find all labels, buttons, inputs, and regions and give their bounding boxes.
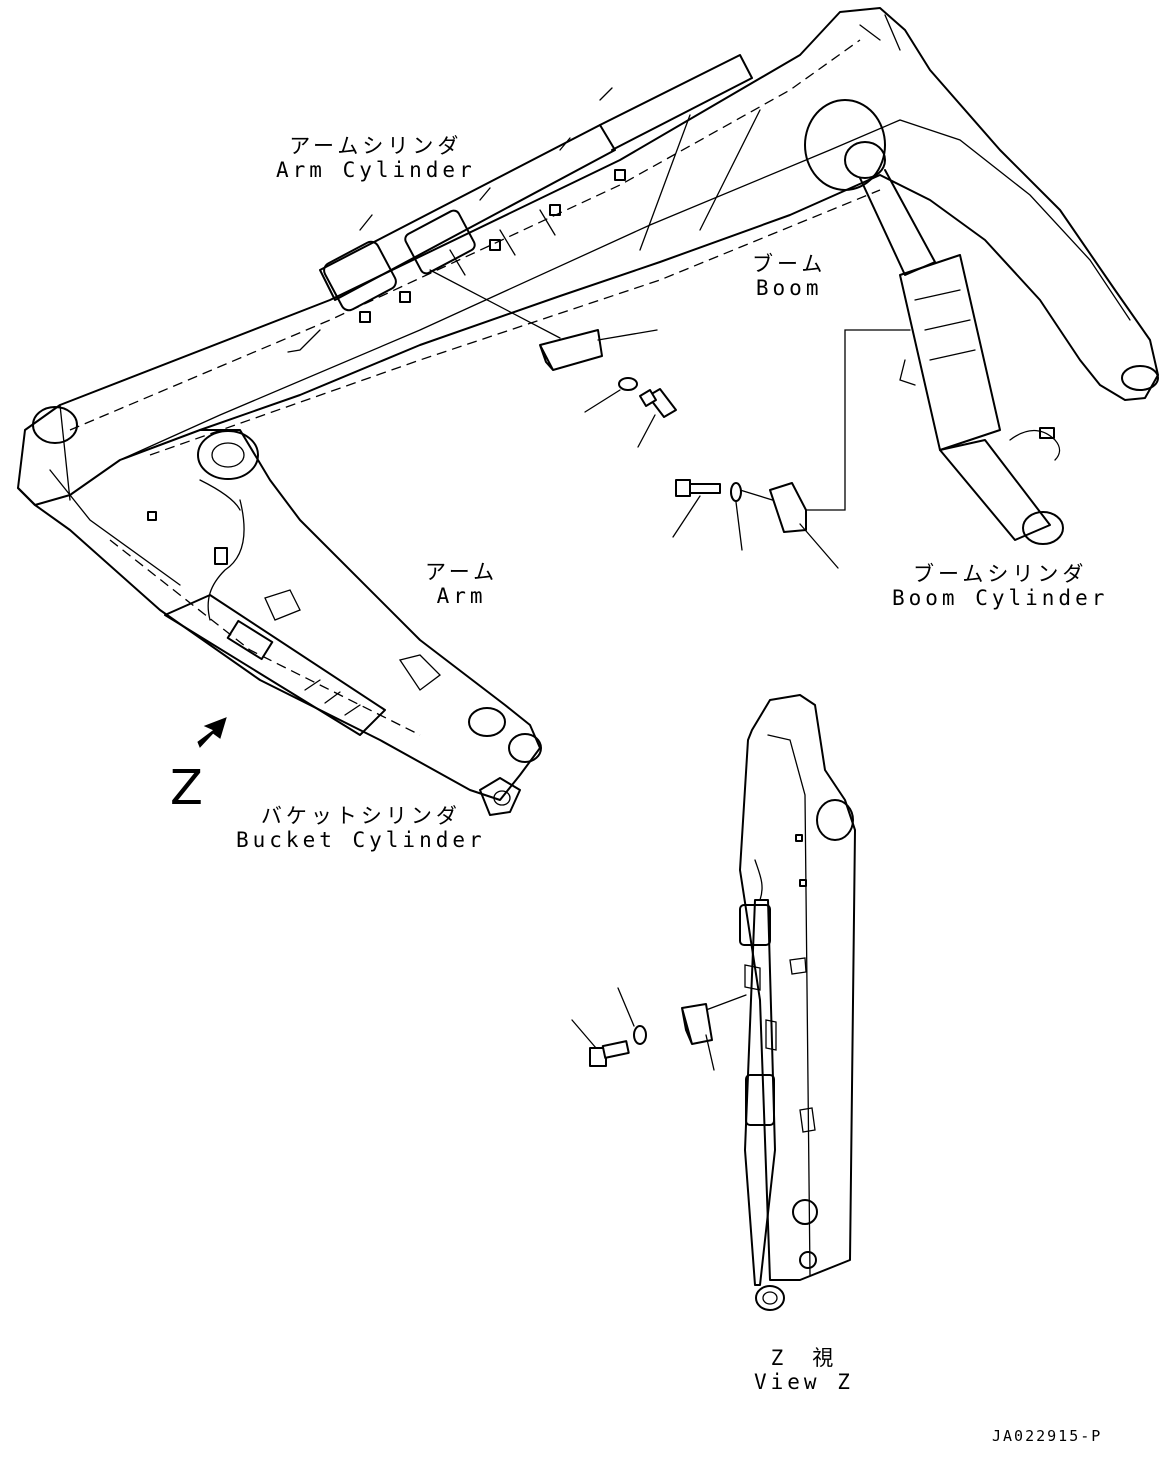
arm-cylinder [287, 54, 753, 353]
arm-cylinder-label-ja: アームシリンダ [289, 134, 463, 158]
boom-structure [17, 7, 1159, 506]
arm-label-en: Arm [436, 584, 487, 608]
bucket-cylinder-label: バケットシリンダ Bucket Cylinder [236, 804, 486, 852]
drawing-code: JA022915-P [992, 1427, 1103, 1445]
bucket-cylinder [164, 479, 386, 736]
washer-icon [618, 377, 638, 391]
boom-cylinder-label: ブームシリンダ Boom Cylinder [892, 562, 1108, 610]
arm-cylinder-label-en: Arm Cylinder [276, 158, 476, 182]
boom-cylinder-label-en: Boom Cylinder [892, 586, 1109, 610]
view-direction-arrow-icon [197, 717, 227, 748]
boom-cylinder-label-ja: ブームシリンダ [913, 562, 1088, 586]
arm-label-ja: アーム [425, 560, 499, 584]
boom-label: ブーム Boom [752, 252, 826, 300]
washer-icon [633, 1025, 647, 1045]
view-z-clamp-parts [571, 987, 715, 1071]
bolt-icon [675, 479, 721, 497]
boom-label-en: Boom [755, 276, 823, 300]
arm-label: アーム Arm [425, 560, 498, 608]
arm-clamp-parts [429, 269, 677, 448]
arm-structure [17, 429, 542, 816]
bracket-icon [681, 1003, 713, 1045]
boom-clamp-parts [672, 329, 911, 569]
view-z-label: Z 視 View Z [754, 1346, 854, 1394]
bolt-icon [639, 388, 677, 418]
arm-cylinder-label: アームシリンダ Arm Cylinder [276, 134, 476, 182]
boom-cylinder [804, 99, 1064, 545]
washer-icon [730, 482, 742, 502]
view-z-label-ja: Z 視 [770, 1346, 838, 1370]
bolt-icon [589, 1040, 630, 1067]
boom-label-ja: ブーム [752, 252, 827, 276]
view-z-label-en: View Z [754, 1370, 854, 1394]
bucket-cylinder-label-en: Bucket Cylinder [236, 828, 486, 852]
bracket-icon [539, 329, 603, 371]
view-z-drawing [705, 694, 856, 1311]
bucket-cylinder-label-ja: バケットシリンダ [260, 804, 461, 828]
view-marker-z: Z [170, 760, 203, 816]
